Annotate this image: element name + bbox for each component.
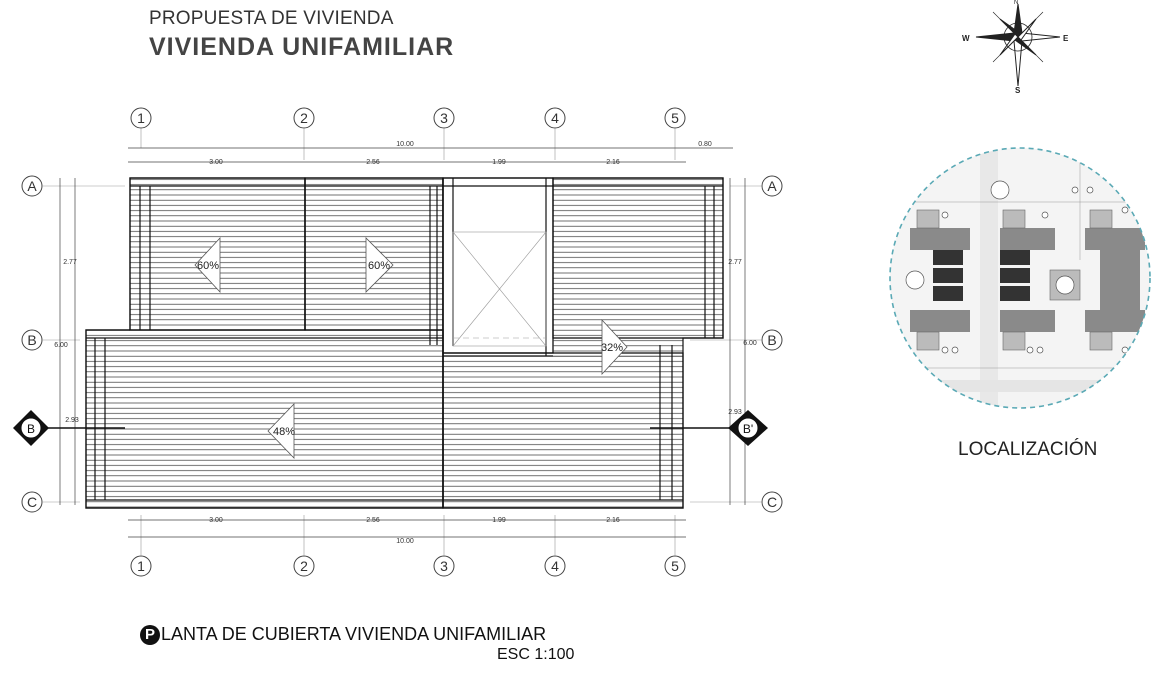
dim-bottom-seg-1: 3.00 [209,517,223,524]
dim-left-total: 6.00 [54,342,68,349]
roof-panel-lower-left [85,329,444,509]
dim-right-lower: 2.93 [728,409,742,416]
axis-row-c-right: C [767,494,777,510]
axis-col-3-bottom: 3 [440,558,448,574]
compass-w: W [962,34,970,43]
location-map [889,147,1151,409]
plan-badge: P [140,624,160,645]
section-label-right: B' [743,422,753,436]
roof-panel-lower-right [442,352,684,509]
axis-col-4-top: 4 [551,110,559,126]
axis-col-3-top: 3 [440,110,448,126]
dim-bottom-seg-3: 1.99 [492,517,506,524]
plan-title-text: LANTA DE CUBIERTA VIVIENDA UNIFAMILIAR [161,624,547,644]
dim-top-seg-4: 2.16 [606,159,620,166]
slope-arrow-3 [601,318,628,376]
axis-col-4-bottom: 4 [551,558,559,574]
section-label-left: B [27,422,35,436]
slope-label-2: 60% [368,260,390,272]
slope-label-4: 48% [273,426,295,438]
dim-top-seg-1: 3.00 [209,159,223,166]
compass-s: S [1015,86,1021,95]
roof-panel-upper-right [552,177,724,339]
page-title: VIVIENDA UNIFAMILIAR [149,33,455,61]
dim-right-upper: 2.77 [728,259,742,266]
dim-right-total: 6.00 [743,340,757,347]
grid-axes-rows [21,175,783,513]
slope-arrow-2 [365,237,394,293]
dim-left-upper: 2.77 [63,259,77,266]
compass-n: N [1014,0,1018,6]
dim-bottom-seg-2: 2.56 [366,517,380,524]
slope-arrow-4 [267,403,295,459]
slope-label-3: 32% [601,342,623,354]
axis-col-5-top: 5 [671,110,679,126]
plan-title: P LANTA DE CUBIERTA VIVIENDA UNIFAMILIAR [140,624,546,645]
dim-bottom-total: 10.00 [396,538,414,545]
grid-axes-bottom [130,555,686,577]
slope-arrow-1 [194,236,221,294]
compass-rose-icon: N S W E [962,0,1069,95]
axis-col-1-bottom: 1 [137,558,145,574]
axis-row-a-right: A [767,178,777,194]
axis-col-1-top: 1 [137,110,145,126]
grid-axes-top [130,107,686,129]
skylight-void [442,177,554,354]
page-subtitle: PROPUESTA DE VIVIENDA [149,8,394,29]
dim-top-overhang: 0.80 [698,141,712,148]
axis-col-2-top: 2 [300,110,308,126]
axis-col-5-bottom: 5 [671,558,679,574]
slope-label-1: 60% [197,260,219,272]
dim-left-lower: 2.93 [65,417,79,424]
plan-scale: ESC 1:100 [497,646,575,663]
axis-col-2-bottom: 2 [300,558,308,574]
compass-e: E [1063,34,1069,43]
axis-row-b-right: B [767,332,776,348]
dim-top-seg-2: 2.56 [366,159,380,166]
dim-top-total: 10.00 [396,141,414,148]
axis-row-b-left: B [27,332,36,348]
roof-plan: 1 2 3 4 5 1 2 3 4 5 A B C A B C [13,107,783,577]
dim-bottom-seg-4: 2.16 [606,517,620,524]
dim-top-seg-3: 1.99 [492,159,506,166]
location-label: LOCALIZACIÓN [958,439,1098,460]
axis-row-c-left: C [27,494,37,510]
axis-row-a-left: A [27,178,37,194]
